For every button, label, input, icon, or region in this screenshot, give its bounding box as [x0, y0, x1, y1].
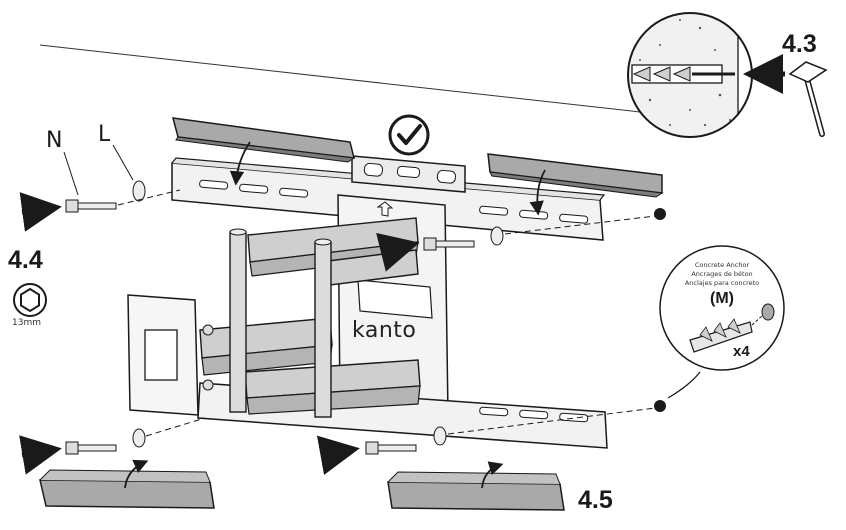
checkmark-icon	[388, 114, 430, 156]
socket-size-label: 13mm	[12, 318, 41, 328]
rail-cover-bottom-left	[39, 469, 215, 509]
wall-line	[39, 44, 641, 113]
anchor-label-line3: Anclajes para concreto	[684, 279, 760, 287]
tv-bracket	[127, 294, 214, 416]
rotate-arrow-bottom-left	[124, 459, 149, 489]
anchor-label-line2: Ancrages de béton	[691, 270, 753, 278]
leader-n	[63, 151, 79, 196]
anchor-size-label: (M)	[710, 290, 734, 307]
step-4-4-label: 4.4	[8, 246, 43, 274]
step-4-3-label: 4.3	[782, 30, 817, 58]
rail-cover-top-left	[171, 117, 356, 163]
step-4-5-label: 4.5	[578, 486, 613, 514]
washer-label-l: L	[98, 122, 111, 147]
anchor-qty-label: x4	[733, 343, 750, 360]
leader-l	[112, 144, 134, 181]
hardware-bottom-left	[19, 417, 206, 475]
hardware-top-left	[19, 180, 181, 232]
level-icon	[351, 155, 466, 193]
rotate-arrow-top-right	[529, 169, 546, 216]
concrete-zoom-circle	[627, 12, 785, 138]
rotate-arrow-top-left	[229, 141, 251, 186]
anchor-callout	[659, 245, 785, 399]
hex-socket-icon	[13, 283, 47, 317]
articulating-arms	[199, 217, 421, 418]
hammer-icon	[788, 61, 828, 137]
brand-logo: kanto	[352, 318, 417, 343]
rail-cover-bottom-right	[387, 471, 565, 511]
bolt-label-n: N	[46, 128, 63, 153]
anchor-label-line1: Concrete Anchor	[694, 261, 750, 269]
hardware-bottom-right	[316, 400, 666, 475]
rotate-arrow-bottom-right	[481, 461, 504, 489]
rail-cover-top-right	[487, 153, 664, 198]
hardware-top-right	[376, 208, 666, 272]
